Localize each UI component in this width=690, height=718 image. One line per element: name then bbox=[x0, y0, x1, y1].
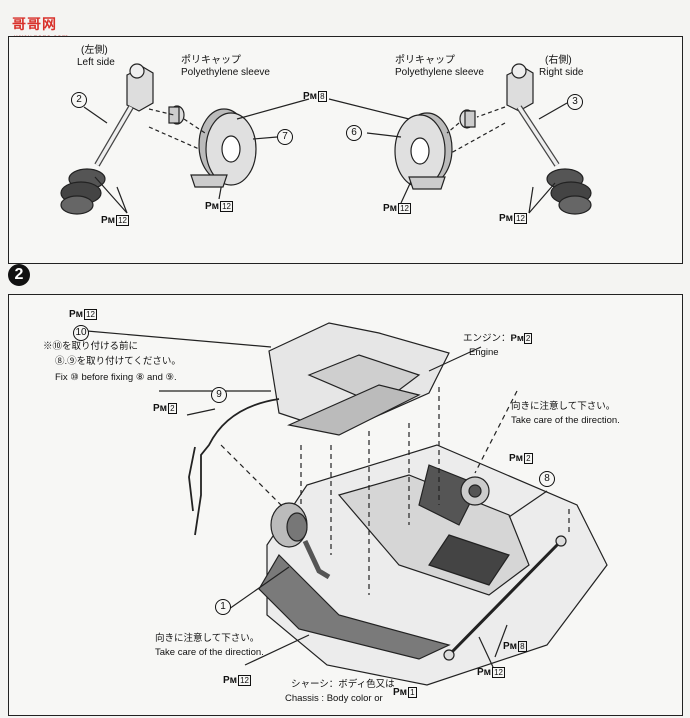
note-jp-line-1: ※⑩を取り付ける前に bbox=[43, 341, 139, 352]
part-number-1: 1 bbox=[215, 599, 231, 615]
watermark-logo: 哥哥网 www.gege.com bbox=[6, 6, 86, 42]
part-number-3: 3 bbox=[567, 94, 583, 110]
part-number-9: 9 bbox=[211, 387, 227, 403]
right-side-label-jp: (右側) bbox=[545, 55, 572, 66]
part-number-2: 2 bbox=[71, 92, 87, 108]
note-en: Fix ⑩ before fixing ⑧ and ⑨. bbox=[55, 372, 177, 383]
part-number-10: 10 bbox=[73, 325, 89, 341]
direction-note-jp-left: 向きに注意して下さい。 bbox=[155, 633, 260, 644]
chassis-note-jp: シャーシ：ボディ色又は bbox=[291, 679, 395, 690]
part-number-6: 6 bbox=[346, 125, 362, 141]
left-side-label-jp: (左側) bbox=[81, 45, 108, 56]
left-side-label-en: Left side bbox=[77, 57, 115, 68]
step-2-badge: 2 bbox=[8, 264, 30, 286]
sleeve-label-en-left: Polyethylene sleeve bbox=[181, 67, 270, 78]
direction-note-en-left: Take care of the direction. bbox=[155, 647, 264, 658]
part-number-8: 8 bbox=[539, 471, 555, 487]
engine-label-en: Engine bbox=[469, 347, 499, 358]
part-number-7: 7 bbox=[277, 129, 293, 145]
right-side-label-en: Right side bbox=[539, 67, 584, 78]
sleeve-label-jp-right: ポリキャップ bbox=[395, 55, 455, 66]
direction-note-jp-right: 向きに注意して下さい。 bbox=[511, 401, 616, 412]
direction-note-en-right: Take care of the direction. bbox=[511, 415, 620, 426]
step-2-illustration bbox=[86, 322, 608, 686]
chassis-note-en: Chassis : Body color or bbox=[285, 693, 383, 704]
step-1-panel: (左側) Left side ポリキャップ Polyethylene sleev… bbox=[8, 36, 683, 264]
sleeve-label-jp-left: ポリキャップ bbox=[181, 55, 241, 66]
watermark-title: 哥哥网 bbox=[12, 16, 57, 32]
note-jp-line-2: ⑧.⑨を取り付けてください。 bbox=[55, 356, 181, 367]
step-1-illustration bbox=[60, 63, 592, 215]
sleeve-label-en-right: Polyethylene sleeve bbox=[395, 67, 484, 78]
